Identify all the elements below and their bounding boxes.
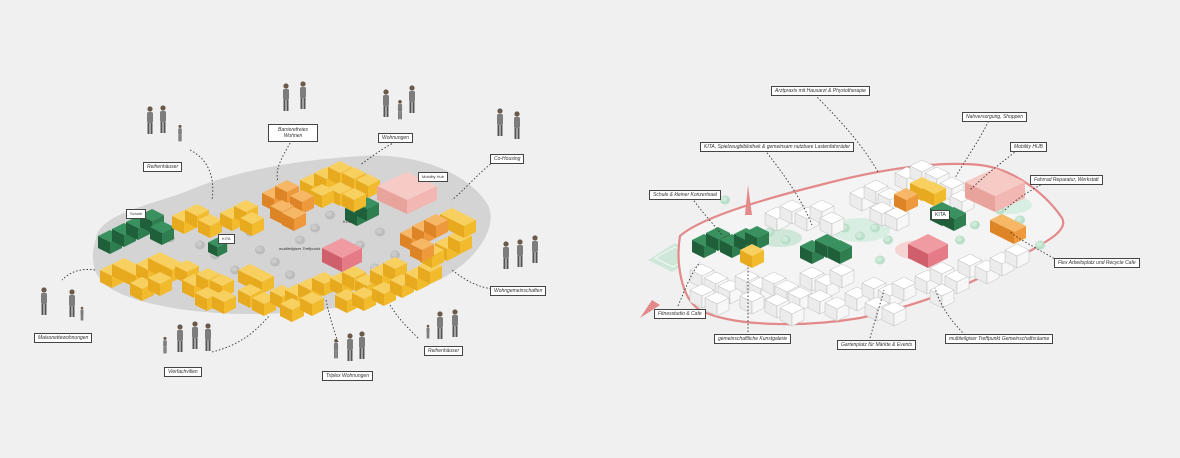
label-wohnungen: Wohnungen [378, 133, 413, 143]
label-kita-small: KITA [218, 234, 235, 244]
label-fitnesstudio: Fitnesstudio & Cafe [654, 309, 706, 319]
label-nahversorgung: Nahversorgung, Shoppen [962, 112, 1027, 122]
label-schule-konzertsaal: Schule & kleiner Konzertsaal [649, 190, 721, 200]
label-vierfachvillen: Vierfachvillen [164, 367, 202, 377]
label-triplex-wohnungen: Triplex Wohnungen [322, 371, 373, 381]
label-treffpunkt-gemeinschaftsraeume: multiteilgiser Treffpunkt Gemeinschaftsr… [945, 334, 1054, 344]
label-mobility-hub-right: Mobility HUB [1010, 142, 1047, 152]
label-reihenhaeuser-top: Reihenhäuser [143, 162, 183, 172]
label-co-housing: Co-Housing [490, 154, 525, 164]
left-site-plan [41, 81, 538, 361]
label-kita-right: KITA [931, 210, 950, 220]
label-mobility-hub-left: Mobility Hub [418, 172, 449, 182]
right-callout-lines [677, 89, 1061, 339]
label-schule: Schule [126, 209, 147, 219]
right-site-plan [640, 89, 1065, 339]
label-kunstgalerie: gemeinschaftliche Kunstgalerie [714, 334, 792, 344]
label-kita-center: KITA [343, 219, 352, 224]
label-gartenplatz: Gartenplatz für Märkte & Events [837, 340, 917, 350]
right-colored-buildings [740, 168, 1026, 268]
label-arztpraxis: Arztpraxis mit Hausarzt & Physiotherapie [771, 86, 870, 96]
label-barrierefreies-wohnen: Barrierefreies Wohnen [268, 124, 318, 142]
label-flex-arbeitsplatz: Flex Arbeitsplatz und Recycle Cafe [1054, 258, 1140, 268]
label-maisonettewohnungen: Maisonettewohnungen [34, 333, 93, 343]
label-fahrrad-reparatur: Fahrrad Reparatur, Werkstatt [1030, 175, 1103, 185]
left-callout-lines [61, 139, 506, 353]
label-reihenhaeuser-bottom: Reihenhäuser [424, 346, 464, 356]
label-wohngemeinschaften: Wohngemeinschaften [490, 286, 547, 296]
label-treffpunkt-left: mutliteilgiser Treffpunkt [279, 246, 321, 251]
label-kita-spielzeug: KITA, Spielzeugbibliothek & gemeinsam nu… [700, 142, 855, 152]
